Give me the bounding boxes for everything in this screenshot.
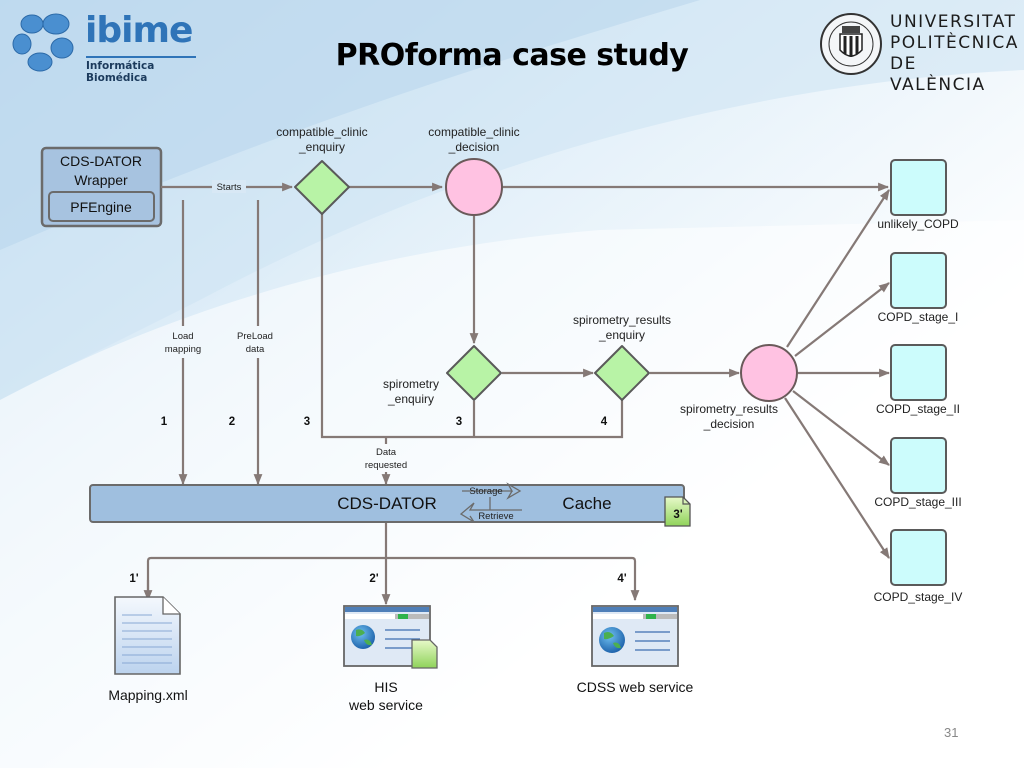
spiro-results-decision-label-1: spirometry_results — [680, 402, 778, 416]
ibime-subtitle: Informática Biomédica — [86, 60, 155, 84]
cache-doc-icon: 3' — [664, 496, 691, 527]
step-2-prime: 2' — [369, 573, 378, 585]
outcome-label: COPD_stage_I — [878, 310, 959, 324]
edge-data-loop — [320, 214, 624, 439]
label-data: data — [246, 344, 265, 355]
storage-label: Storage — [469, 486, 502, 497]
edge-label-starts: Starts — [217, 182, 242, 193]
node-compatible-clinic-decision[interactable]: compatible_clinic _decision — [428, 125, 520, 216]
his-label-1: HIS — [374, 679, 397, 695]
outcome-copd-stage-4[interactable]: COPD_stage_IV — [874, 529, 963, 604]
retrieve-label: Retrieve — [478, 511, 513, 522]
edge-to-cdss — [146, 556, 640, 602]
label-data-requested-2: requested — [365, 460, 407, 471]
label-mapping: mapping — [165, 344, 201, 355]
mapping-label: Mapping.xml — [108, 687, 187, 703]
step-4: 4 — [601, 416, 608, 428]
cc-decision-label-1: compatible_clinic — [428, 125, 519, 139]
pfengine-label: PFEngine — [70, 199, 132, 215]
ibime-logo: ibime Informática Biomédica — [10, 10, 210, 84]
step-2: 2 — [229, 416, 235, 428]
spiro-enquiry-label-2: _enquiry — [387, 392, 434, 406]
outcome-copd-stage-1[interactable]: COPD_stage_I — [878, 252, 959, 324]
upv-line-2: POLITÈCNICA — [890, 33, 1019, 53]
step-1-prime: 1' — [129, 573, 138, 585]
ibime-wordmark: ibime — [85, 10, 193, 51]
edge-to-unlikely — [786, 189, 890, 348]
his-label-2: web service — [348, 697, 423, 713]
label-load: Load — [172, 331, 193, 342]
upv-logo: UNIVERSITAT POLITÈCNICA DE VALÈNCIA — [818, 10, 1018, 95]
cc-enquiry-label-1: compatible_clinic — [276, 125, 367, 139]
cc-enquiry-label-2: _enquiry — [298, 140, 345, 154]
starts-label-bg — [212, 180, 246, 193]
spiro-results-decision-label-2: _decision — [703, 417, 755, 431]
edges: Starts — [143, 180, 891, 606]
slide-title: PROforma case study — [335, 38, 689, 73]
spiro-results-enquiry-label-2: _enquiry — [598, 328, 645, 342]
upv-seal-icon — [820, 13, 882, 75]
storage-arrow-icon — [462, 482, 522, 500]
cds-dator-label: CDS-DATOR — [337, 494, 437, 513]
node-compatible-clinic-enquiry[interactable]: compatible_clinic _enquiry — [276, 125, 368, 215]
outcome-unlikely-copd[interactable]: unlikely_COPD — [877, 159, 959, 231]
node-spirometry-results-decision[interactable]: spirometry_results _decision — [680, 344, 798, 431]
step-1: 1 — [161, 416, 168, 428]
outcome-copd-stage-3[interactable]: COPD_stage_III — [874, 437, 962, 509]
ibime-bubbles-icon — [12, 13, 74, 72]
outcome-copd-stage-2[interactable]: COPD_stage_II — [876, 344, 960, 416]
cds-dator-wrapper: CDS-DATOR Wrapper PFEngine — [40, 146, 163, 228]
cache-label: Cache — [562, 494, 611, 513]
globe-icon — [351, 625, 375, 649]
edge-to-stage-1 — [794, 282, 890, 357]
node-spirometry-results-enquiry[interactable]: spirometry_results _enquiry — [573, 313, 671, 401]
upv-line-1: UNIVERSITAT — [890, 12, 1017, 32]
cc-decision-label-2: _decision — [448, 140, 500, 154]
outcome-label: COPD_stage_II — [876, 402, 960, 416]
edge-to-stage-3 — [792, 390, 890, 466]
outcome-label: unlikely_COPD — [877, 217, 959, 231]
cds-dator-bar: CDS-DATOR Cache Storage Retrieve 3' — [89, 482, 691, 527]
outcome-label: COPD_stage_IV — [874, 590, 963, 604]
outcome-label: COPD_stage_III — [874, 495, 961, 509]
spiro-results-enquiry-label-1: spirometry_results — [573, 313, 671, 327]
label-preload: PreLoad — [237, 331, 273, 342]
globe-icon — [599, 627, 625, 653]
ibime-underline — [86, 56, 196, 58]
cdss-label: CDSS web service — [577, 679, 694, 695]
edge-to-stage-4 — [784, 397, 890, 559]
step-3a: 3 — [304, 416, 310, 428]
upv-line-3: DE VALÈNCIA — [890, 54, 986, 95]
step-4-prime: 4' — [617, 573, 626, 585]
wrapper-title-1: CDS-DATOR — [60, 153, 142, 169]
label-data-requested-1: Data — [376, 447, 397, 458]
node-spirometry-enquiry[interactable]: spirometry _enquiry — [383, 345, 502, 406]
upv-name: UNIVERSITAT POLITÈCNICA DE VALÈNCIA — [890, 12, 1019, 96]
step-3-prime: 3' — [673, 509, 682, 521]
cdss-web-service-resource[interactable]: CDSS web service — [577, 605, 694, 695]
page-number: 31 — [944, 725, 959, 740]
his-web-service-resource[interactable]: HIS web service — [343, 605, 438, 713]
his-doc-icon — [411, 639, 438, 669]
spiro-enquiry-label-1: spirometry — [383, 377, 439, 391]
retrieve-arrow-icon — [459, 502, 522, 523]
step-3b: 3 — [456, 416, 462, 428]
wrapper-title-2: Wrapper — [74, 172, 128, 188]
mapping-xml-resource[interactable]: Mapping.xml — [108, 596, 188, 703]
